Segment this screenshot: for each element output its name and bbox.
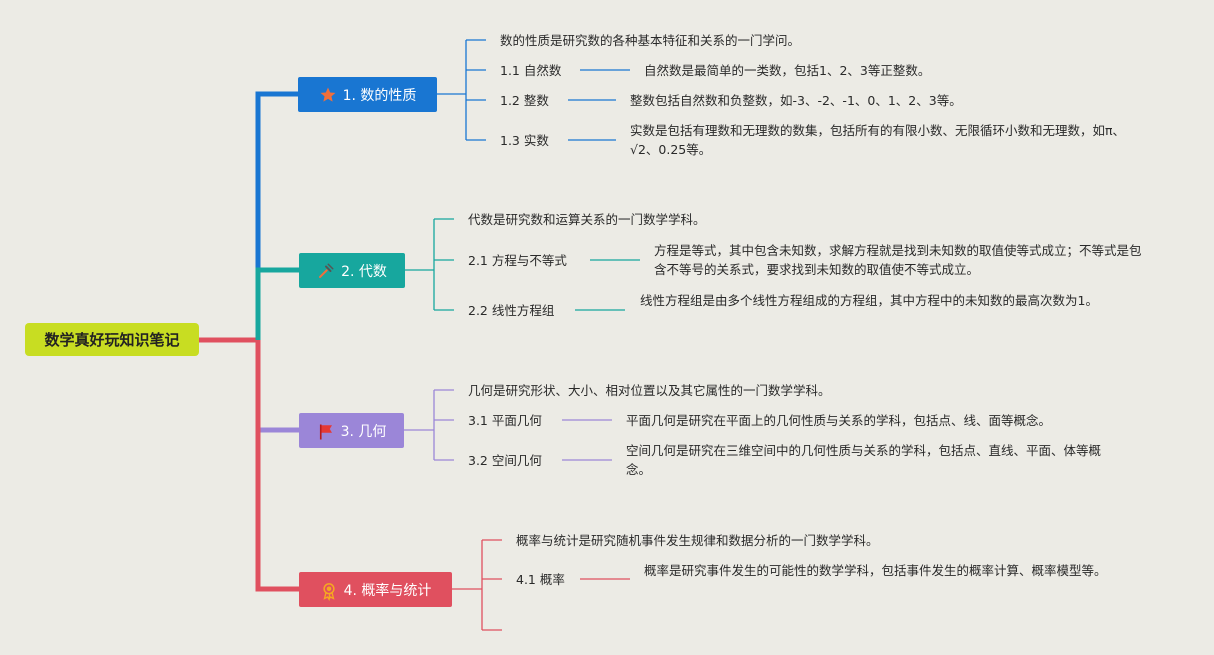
subtopic-label[interactable]: 4.1 概率: [516, 572, 565, 587]
branch-2-links: [405, 218, 640, 311]
trunk-2: [255, 267, 300, 340]
root-label: 数学真好玩知识笔记: [44, 331, 180, 349]
branch-geometry[interactable]: 3. 几何: [299, 413, 404, 448]
award-icon: [320, 581, 338, 601]
subtopic-description: 概率是研究事件发生的可能性的数学学科，包括事件发生的概率计算、概率模型等。: [644, 563, 1107, 578]
root-node[interactable]: 数学真好玩知识笔记: [25, 323, 199, 356]
star-icon: [319, 86, 337, 104]
subtopic-label[interactable]: 2.2 线性方程组: [468, 303, 555, 318]
subtopic-label[interactable]: 3.2 空间几何: [468, 453, 542, 468]
subtopic-description: 实数是包括有理数和无理数的数集，包括所有的有限小数、无限循环小数和无理数，如π、…: [630, 123, 1126, 157]
branch-label: 3. 几何: [340, 423, 387, 440]
subtopic-description: 自然数是最简单的一类数，包括1、2、3等正整数。: [644, 63, 931, 78]
subtopic-label[interactable]: 2.1 方程与不等式: [468, 253, 567, 268]
subtopic-description: 整数包括自然数和负整数，如-3、-2、-1、0、1、2、3等。: [630, 93, 962, 108]
branch-1-intro: 数的性质是研究数的各种基本特征和关系的一门学问。: [500, 33, 801, 48]
branch-1-links: [437, 39, 630, 141]
trunk-3: [255, 340, 300, 433]
subtopic-description: 空间几何是研究在三维空间中的几何性质与关系的学科，包括点、直线、平面、体等概念。: [626, 443, 1102, 477]
subtopic-label[interactable]: 3.1 平面几何: [468, 413, 542, 428]
branch-label: 4. 概率与统计: [343, 582, 432, 599]
branch-label: 2. 代数: [341, 263, 387, 280]
branch-number-properties[interactable]: 1. 数的性质: [298, 77, 437, 112]
branch-4-intro: 概率与统计是研究随机事件发生规律和数据分析的一门数学学科。: [516, 533, 879, 548]
tools-icon: [317, 262, 335, 280]
branch-3-links: [404, 389, 612, 461]
branch-2-intro: 代数是研究数和运算关系的一门数学学科。: [468, 212, 706, 227]
subtopic-description: 平面几何是研究在平面上的几何性质与关系的学科，包括点、线、面等概念。: [626, 413, 1052, 428]
subtopic-description: 线性方程组是由多个线性方程组成的方程组，其中方程中的未知数的最高次数为1。: [640, 293, 1098, 308]
branch-label: 1. 数的性质: [342, 87, 417, 104]
flag-icon: [317, 422, 335, 440]
subtopic-label[interactable]: 1.2 整数: [500, 93, 549, 108]
trunk-4: [255, 340, 300, 592]
branch-4-links: [452, 539, 630, 631]
subtopic-description: 方程是等式，其中包含未知数，求解方程就是找到未知数的取值使等式成立；不等式是包含…: [654, 243, 1142, 277]
trunk-1: [255, 91, 300, 340]
subtopic-label[interactable]: 1.3 实数: [500, 133, 549, 148]
branch-algebra[interactable]: 2. 代数: [299, 253, 405, 288]
branch-3-intro: 几何是研究形状、大小、相对位置以及其它属性的一门数学学科。: [468, 383, 831, 398]
branch-probability-statistics[interactable]: 4. 概率与统计: [299, 572, 452, 607]
subtopic-label[interactable]: 1.1 自然数: [500, 63, 562, 78]
